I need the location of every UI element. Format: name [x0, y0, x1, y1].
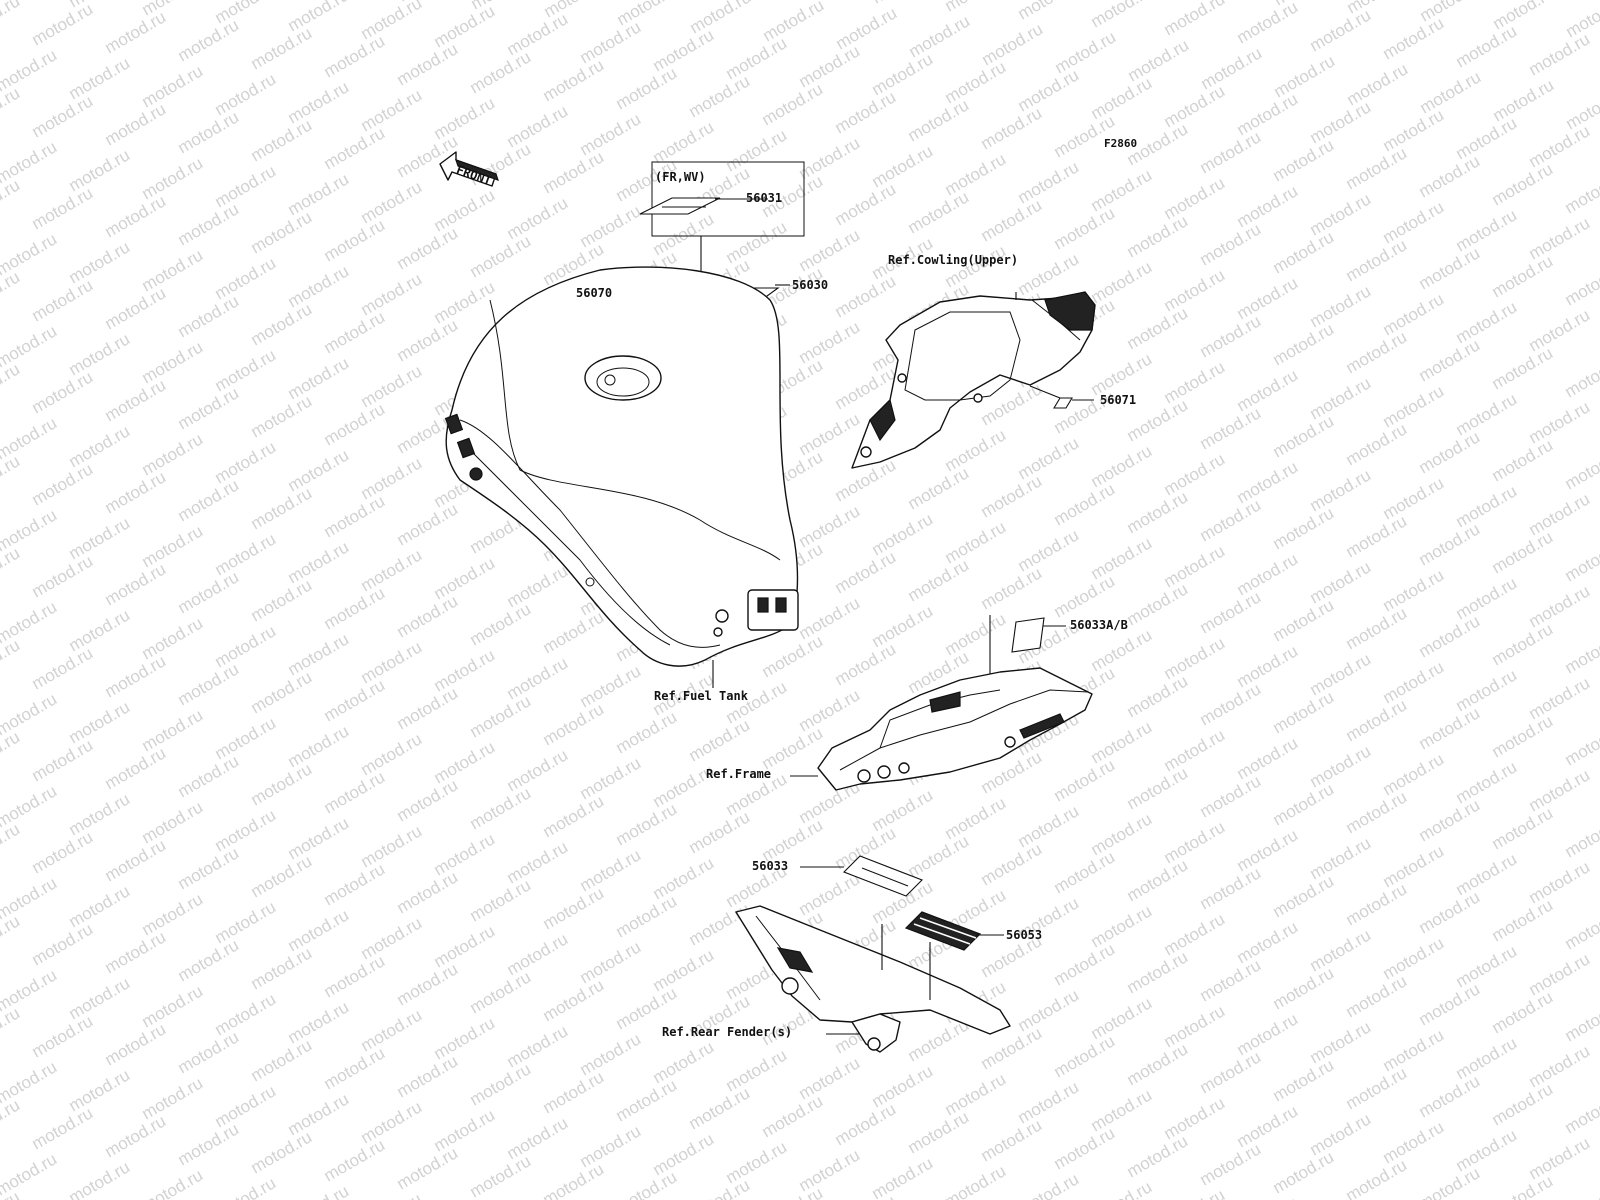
- fuel-tank: [444, 266, 799, 667]
- ref-cowling-upper[interactable]: Ref.Cowling(Upper): [888, 253, 1019, 267]
- cowling-upper: [851, 291, 1096, 469]
- decal-56033ab: [1011, 617, 1045, 653]
- decal-56053: [904, 911, 982, 951]
- part-number-56031[interactable]: 56031: [746, 191, 783, 205]
- part-number-56033ab[interactable]: 56033A/B: [1070, 618, 1128, 632]
- rear-fender: [735, 905, 1011, 1053]
- ref-frame[interactable]: Ref.Frame: [706, 767, 772, 781]
- decal-56031: [639, 197, 721, 215]
- decal-56071: [1053, 397, 1073, 409]
- part-number-56033[interactable]: 56033: [752, 859, 789, 873]
- part-number-56071[interactable]: 56071: [1100, 393, 1137, 407]
- part-number-56053[interactable]: 56053: [1006, 928, 1043, 942]
- variant-box: [651, 161, 805, 237]
- front-direction-arrow: FRONT: [439, 151, 499, 188]
- part-number-56030[interactable]: 56030: [792, 278, 829, 292]
- variant-box-label: (FR,WV): [655, 170, 706, 184]
- ref-fuel-tank[interactable]: Ref.Fuel Tank: [654, 689, 748, 703]
- part-number-56070[interactable]: 56070: [576, 286, 613, 300]
- ref-rear-fender[interactable]: Ref.Rear Fender(s): [662, 1025, 793, 1039]
- frame: [817, 667, 1093, 791]
- diagram-id: F2860: [1104, 137, 1138, 150]
